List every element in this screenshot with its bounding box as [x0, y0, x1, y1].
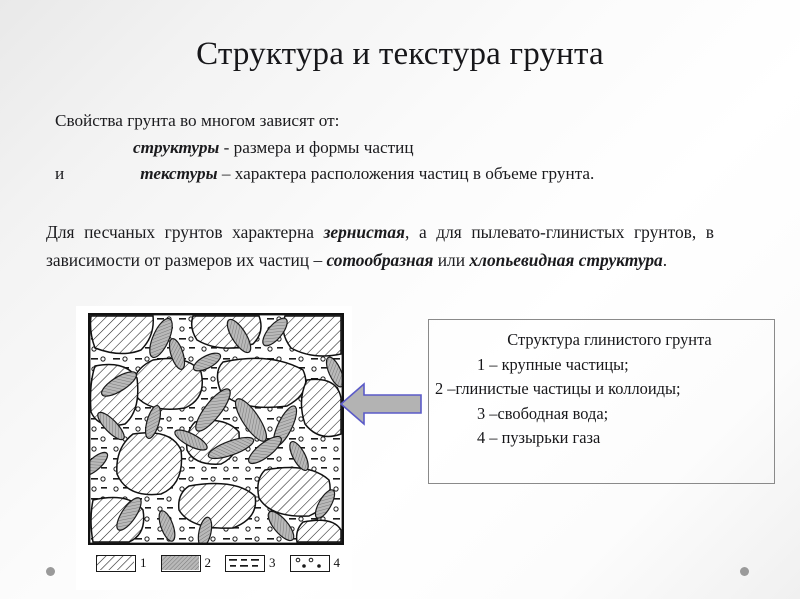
body-paragraph: Для песчаных грунтов характерна зерниста… — [46, 218, 714, 274]
intro-line-3-rest: – характера расположения частиц в объеме… — [217, 164, 595, 184]
caption-item-1: 1 – крупные частицы; — [477, 354, 629, 374]
legend-entry-4: 4 — [289, 554, 341, 572]
para-seg-7: . — [662, 250, 668, 271]
intro-text-block: Свойства грунта во многом зависят от: ст… — [55, 108, 745, 188]
decorative-dot-left — [46, 567, 55, 576]
legend-entry-3: 3 — [225, 554, 276, 572]
intro-line-1-text: Свойства грунта во многом зависят от: — [55, 111, 340, 130]
page-title: Структура и текстура грунта — [196, 36, 604, 72]
legend-label-3: 3 — [269, 555, 276, 570]
intro-conjunction: и — [55, 164, 65, 184]
swatch-coarse-particles — [96, 554, 136, 572]
caption-item-4: 4 – пузырьки газа — [477, 428, 601, 448]
intro-line-3: и текстуры – характера расположения части… — [55, 161, 745, 188]
caption-title: Структура глинистого грунта — [507, 330, 712, 349]
intro-term-texture: текстуры — [140, 164, 218, 184]
para-term-granular: зернистая — [323, 222, 406, 242]
decorative-dot-right — [740, 567, 749, 576]
para-seg-5: или — [433, 250, 470, 271]
legend-entry-2: 2 — [160, 554, 212, 572]
swatch-free-water — [225, 554, 265, 572]
legend-entry-1: 1 — [96, 554, 147, 572]
intro-line-2: структуры - размера и формы частиц — [55, 135, 745, 162]
diagram-legend: 1 2 — [96, 551, 340, 575]
swatch-gas-bubbles — [289, 554, 330, 572]
pointer-arrow-left — [339, 381, 422, 427]
para-seg-1: Для песчаных грунтов характерна — [46, 222, 324, 242]
intro-line-1: Свойства грунта во многом зависят от: — [55, 108, 745, 135]
legend-label-1: 1 — [140, 555, 147, 570]
swatch-clay-particles — [160, 554, 201, 572]
para-seg-3: , а для пылевато-глинистых грунтов, в за… — [46, 222, 714, 271]
intro-term-structure: структуры — [133, 137, 220, 157]
soil-structure-diagram — [88, 313, 344, 545]
intro-line-2-rest: - размера и формы частиц — [219, 137, 414, 157]
caption-item-3: 3 –свободная вода; — [477, 403, 609, 423]
para-term-flocculent: хлопьевидная структура — [469, 250, 663, 271]
legend-label-2: 2 — [204, 555, 212, 570]
diagram-caption-box: Структура глинистого грунта 1 – крупные … — [428, 319, 775, 484]
caption-item-2: 2 –глинистые частицы и коллоиды; — [435, 379, 681, 399]
para-term-honeycomb: сотообразная — [326, 250, 434, 271]
legend-label-4: 4 — [333, 555, 341, 570]
